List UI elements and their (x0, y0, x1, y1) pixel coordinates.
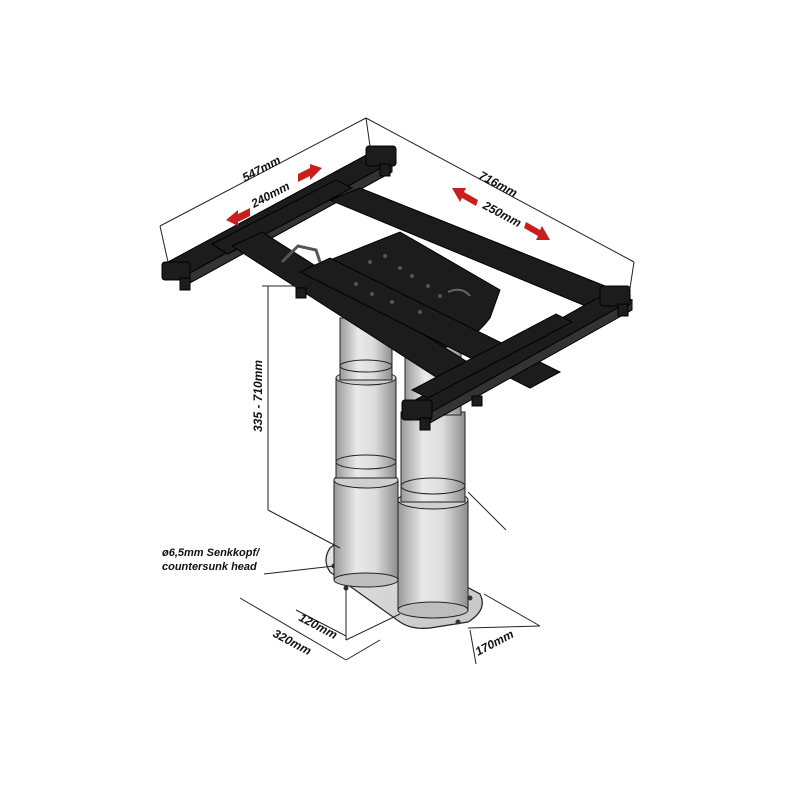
dimension-height: 335 - 710mm (251, 285, 507, 549)
screw-hole (455, 619, 461, 625)
label-320: 320mm (271, 626, 314, 658)
screw-hole (467, 595, 473, 601)
label-height: 335 - 710mm (251, 360, 265, 432)
label-250: 250mm (480, 198, 524, 230)
travel-arrow-left (452, 188, 478, 206)
label-170: 170mm (473, 627, 516, 659)
travel-arrow-right (298, 164, 322, 182)
travel-arrow-right (524, 222, 550, 240)
release-lever (280, 244, 322, 264)
label-716: 716mm (477, 168, 520, 200)
travel-arrow-left (226, 208, 250, 226)
screw-note-line2: countersunk head (162, 561, 257, 573)
plate-holes (354, 254, 442, 314)
screw-note-line1: ø6,5mm Senkkopf/ (162, 547, 261, 559)
label-547: 547mm (240, 153, 283, 185)
telescopic-column-rear (333, 317, 399, 588)
label-120: 120mm (297, 610, 340, 642)
screw-note: ø6,5mm Senkkopf/ countersunk head (162, 547, 335, 575)
top-frame (161, 145, 634, 431)
